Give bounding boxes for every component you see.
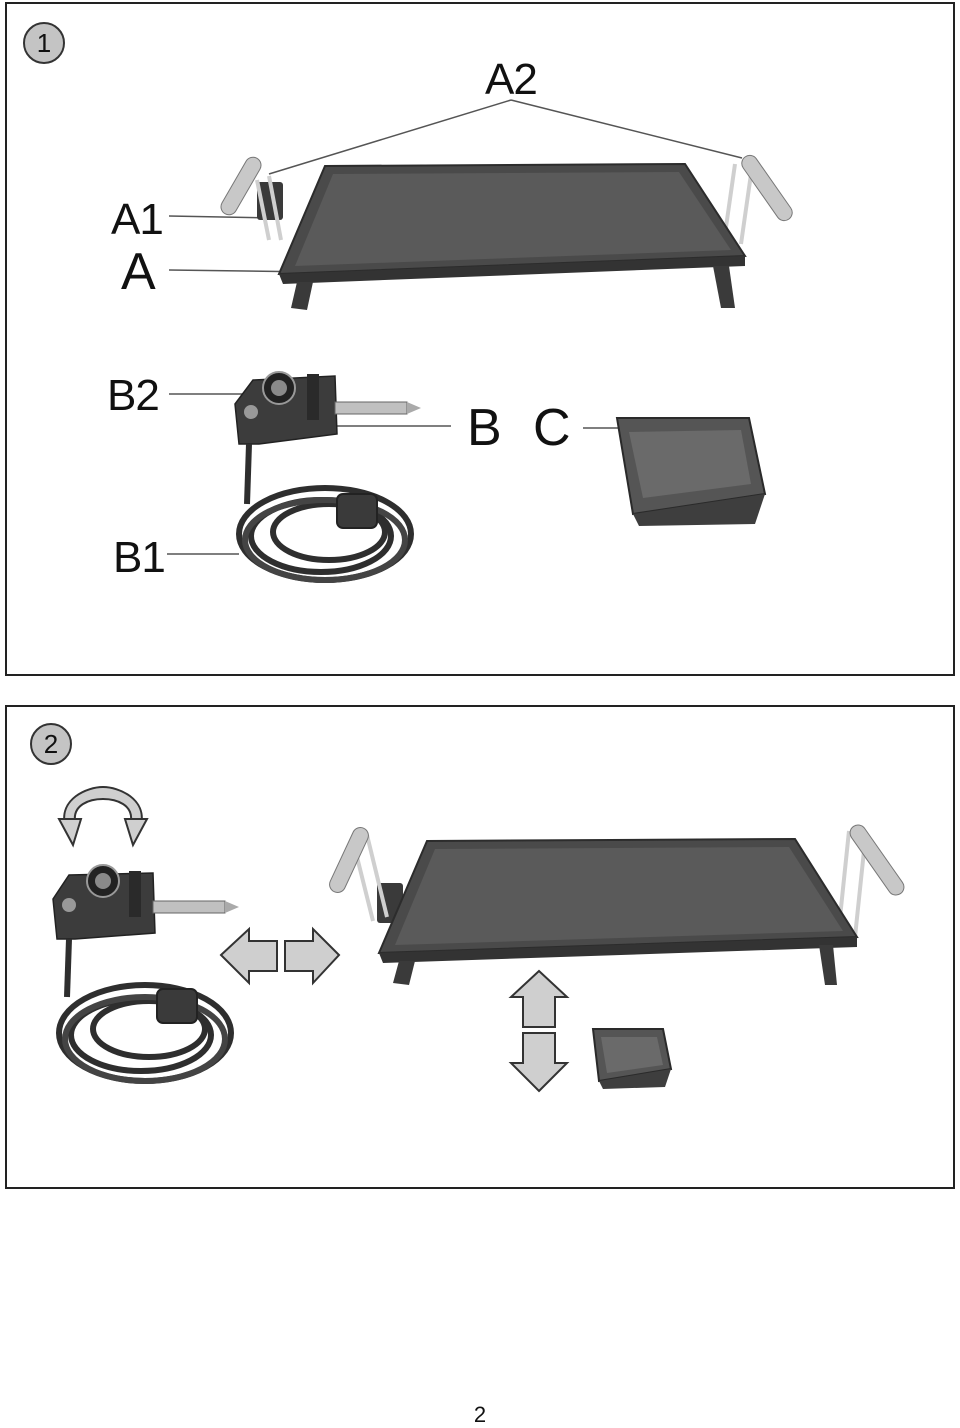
figure-2-illustration (52, 785, 905, 1093)
up-down-arrows-icon (508, 969, 570, 1093)
insert-remove-arrows-icon (219, 926, 341, 986)
thermostat-control (234, 371, 421, 445)
page-number: 2 (473, 1402, 487, 1427)
griddle-plate (329, 824, 905, 985)
griddle-plate (220, 154, 793, 310)
label-b: B (467, 399, 502, 457)
label-c: C (533, 399, 571, 457)
figure-number-badge: 2 (30, 723, 72, 765)
figure-2-panel: 2 (5, 705, 955, 1189)
figure-1-panel: 1 A2 A1 A B2 B C B1 (5, 2, 955, 676)
figure-1-illustration (167, 99, 793, 583)
label-a: A (121, 243, 156, 301)
power-cord (236, 443, 414, 583)
drip-tray (615, 417, 767, 526)
thermostat-control (52, 864, 239, 940)
label-b1: B1 (113, 533, 166, 582)
drip-tray (591, 1028, 673, 1089)
label-b2: B2 (107, 371, 160, 420)
power-cord (56, 938, 234, 1084)
leader-lines (167, 99, 743, 555)
label-a1: A1 (111, 195, 164, 244)
figure-number-badge: 1 (23, 22, 65, 64)
label-a2: A2 (485, 55, 538, 104)
rotate-arrows-icon (57, 785, 149, 848)
